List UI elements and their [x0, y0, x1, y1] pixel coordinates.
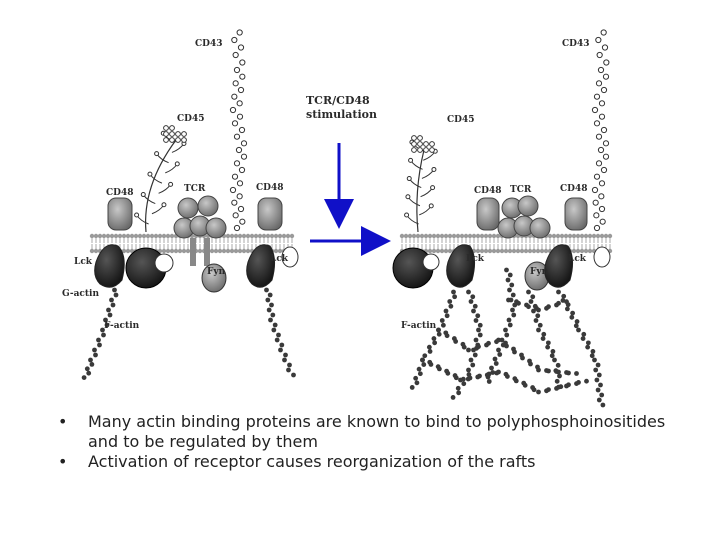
lck-kinase-right-1: [446, 244, 476, 288]
label-cd48-left-2: CD48: [256, 183, 284, 193]
cd48-receptor-left-1: [107, 197, 133, 231]
bullet-item: • Activation of receptor causes reorganiz…: [58, 452, 698, 472]
cd48-receptor-right-2: [564, 197, 588, 231]
label-cd43-right: CD43: [562, 39, 590, 49]
small-vesicle-left: [154, 253, 174, 273]
fyn-kinase-left: [201, 263, 227, 293]
small-vesicle-right: [422, 253, 440, 271]
label-lck-right-2: Lck: [568, 254, 587, 264]
lck-kinase-left-2: [246, 244, 276, 288]
bullet-list: • Many actin binding proteins are known t…: [58, 412, 698, 472]
tcr-complex-right: [497, 195, 551, 239]
label-cd43-left: CD43: [195, 39, 223, 49]
tcr-complex-left: [173, 195, 227, 266]
bullet-dot: •: [58, 452, 68, 471]
label-stimulation-1: TCR/CD48: [306, 94, 370, 107]
cd45-tree-left: [134, 125, 187, 233]
label-cd48-left-1: CD48: [106, 188, 134, 198]
cd43-chain-right: [591, 29, 610, 232]
actin-filaments-left: [81, 287, 296, 380]
cd48-receptor-left-2: [257, 197, 283, 231]
cd43-chain-left: [229, 29, 248, 232]
panel-after-stimulation: CD43 CD45 CD48 TCR CD48 Lck Fyn Lck F-ac…: [392, 29, 613, 408]
label-lck-left-2: Lck: [270, 254, 289, 264]
label-lck-left-1: Lck: [74, 257, 93, 267]
label-cd45-left: CD45: [177, 114, 205, 124]
panel-before-stimulation: CD43 CD45 CD48 TCR CD48 Lck Fyn Lck G-ac…: [62, 29, 299, 380]
small-blob-right: [593, 246, 611, 268]
label-gactin-left: G-actin: [62, 289, 99, 299]
label-tcr-right: TCR: [510, 185, 532, 195]
label-cd48-right-1: CD48: [474, 186, 502, 196]
bullet-item: • Many actin binding proteins are known t…: [58, 412, 698, 452]
cd45-tree-right: [404, 135, 438, 233]
label-factin-right: F-actin: [401, 321, 437, 331]
label-fyn-right: Fyn: [530, 267, 549, 277]
stimulation-indicator: TCR/CD48 stimulation: [306, 94, 391, 256]
label-fyn-left: Fyn: [207, 267, 226, 277]
label-cd48-right-2: CD48: [560, 184, 588, 194]
label-cd45-right: CD45: [447, 115, 475, 125]
small-blob-left: [281, 246, 299, 268]
bullet-text: Many actin binding proteins are known to…: [88, 412, 666, 451]
lck-kinase-left-1: [94, 244, 125, 288]
lck-kinase-right-2: [544, 244, 574, 288]
label-stimulation-2: stimulation: [306, 108, 377, 121]
label-lck-right-1: Lck: [466, 254, 485, 264]
bullet-dot: •: [58, 412, 68, 431]
label-tcr-left: TCR: [184, 184, 206, 194]
cd48-receptor-right-1: [476, 197, 500, 231]
label-factin-left: F-actin: [104, 321, 140, 331]
actin-filaments-right: [409, 267, 606, 408]
bullet-text: Activation of receptor causes reorganiza…: [88, 452, 536, 471]
